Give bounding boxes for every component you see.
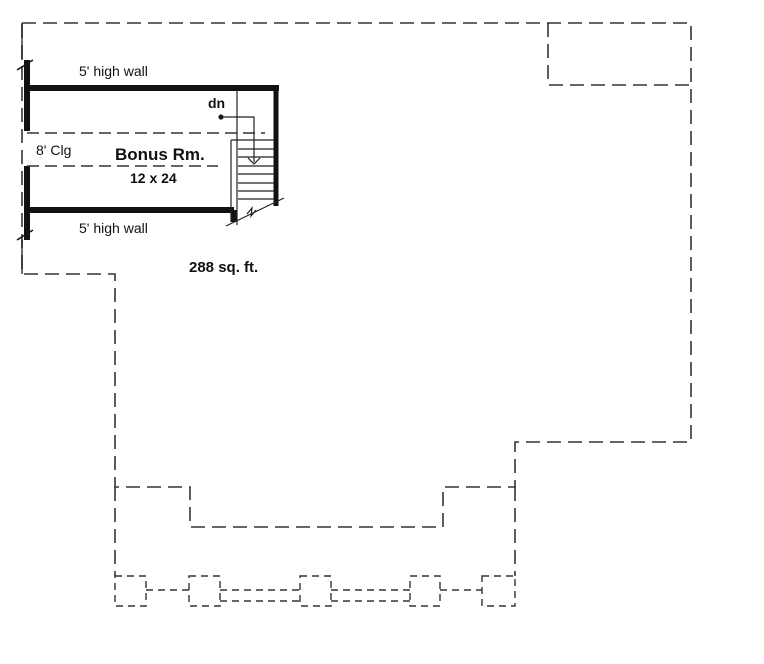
bonus-room-walls <box>16 23 279 274</box>
room-name: Bonus Rm. <box>115 145 205 164</box>
top-wall-label: 5' high wall <box>79 63 148 79</box>
area-label: 288 sq. ft. <box>189 259 259 276</box>
stair <box>218 90 285 227</box>
stair-down-label: dn <box>208 95 226 111</box>
ceiling-lines <box>27 132 265 167</box>
dashed-footprint-outline <box>21 22 692 576</box>
porch-columns <box>114 575 516 607</box>
room-dimensions: 12 x 24 <box>130 170 177 186</box>
ceiling-height-label: 8' Clg <box>36 142 72 158</box>
bottom-wall-label: 5' high wall <box>79 220 148 236</box>
